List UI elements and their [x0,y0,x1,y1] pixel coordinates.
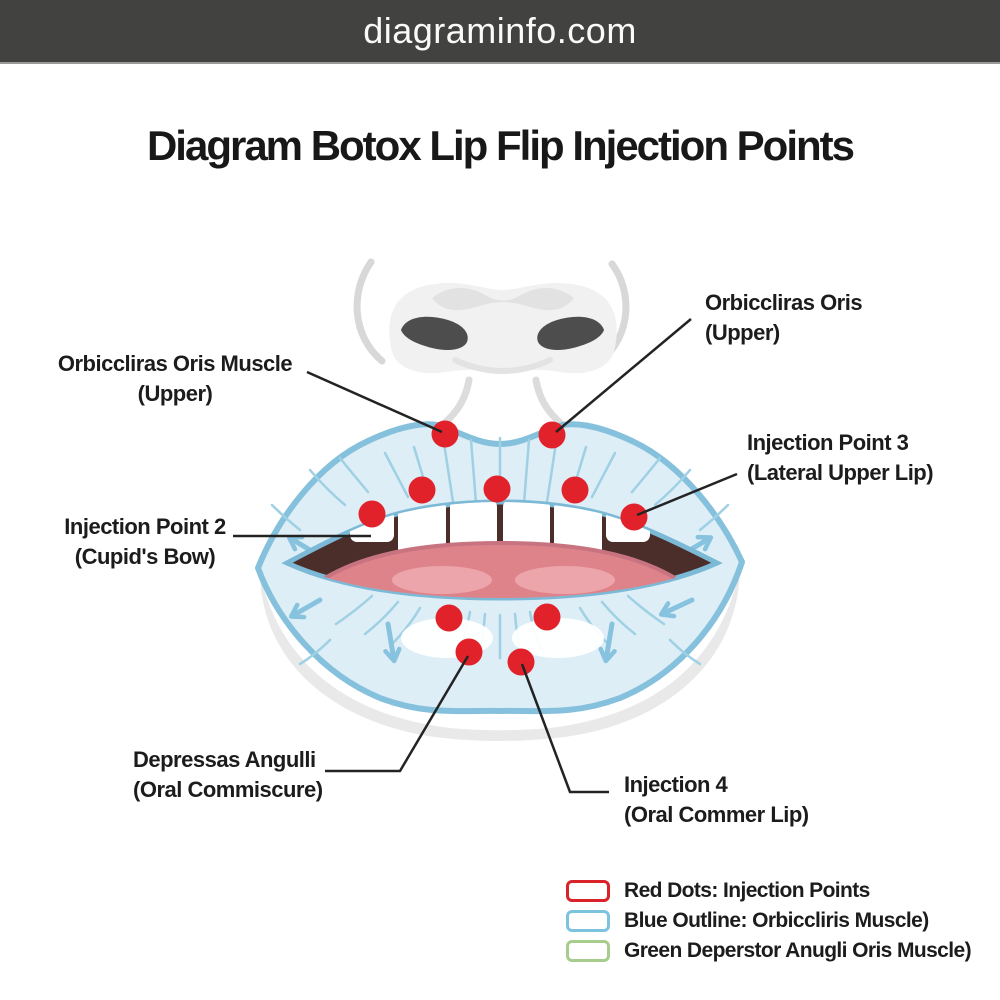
label-orbiccliras-oris-muscle-upper: Orbiccliras Oris Muscle (Upper) [57,351,293,406]
site-header-bar: diagraminfo.com [0,0,1000,64]
page-title: Diagram Botox Lip Flip Injection Points [146,122,855,169]
injection-point-dot [358,500,386,528]
legend-swatch-red [566,880,610,902]
injection-point-dot [455,638,483,666]
legend-swatch-green [566,940,610,962]
injection-point-dot [561,476,589,504]
legend-item-blue-outline: Blue Outline: Orbiccliris Muscle) [566,906,971,936]
label-orbiccliras-oris-upper: Orbiccliras Oris (Upper) [705,290,863,345]
injection-point-dot [408,476,436,504]
nose-illustration [353,258,630,434]
injection-point-dot [620,503,648,531]
injection-point-dot [538,421,566,449]
injection-point-dot [483,475,511,503]
legend-item-red-dots: Red Dots: Injection Points [566,876,971,906]
leader-depressas-angulli [325,655,470,773]
leader-injection-point-3 [636,472,738,517]
injection-points-layer [358,420,648,676]
leader-orbiccliras-oris [555,318,692,433]
label-injection-point-3: Injection Point 3 (Lateral Upper Lip) [747,430,934,485]
leader-lines [233,318,738,794]
injection-point-dot [431,420,459,448]
right-nostril [537,316,604,350]
left-nostril [401,316,468,350]
injection-point-dot [533,603,561,631]
leader-orbiccliras-muscle [306,370,443,434]
site-title: diagraminfo.com [363,10,637,51]
label-injection-point-2: Injection Point 2 (Cupid's Bow) [64,514,226,569]
legend-item-green: Green Deperstor Anugli Oris Muscle) [566,936,972,966]
legend-swatch-blue [566,910,610,932]
legend: Red Dots: Injection Points Blue Outline:… [566,876,972,966]
lips-illustration [255,421,745,741]
lower-lip-highlight [512,618,604,658]
label-injection-4: Injection 4 (Oral Commer Lip) [624,772,809,827]
injection-point-dot [507,648,535,676]
injection-point-dot [435,604,463,632]
label-depressas-angulli: Depressas Angulli (Oral Commiscure) [133,747,323,802]
leader-injection-4 [520,663,609,794]
tongue [323,540,677,598]
